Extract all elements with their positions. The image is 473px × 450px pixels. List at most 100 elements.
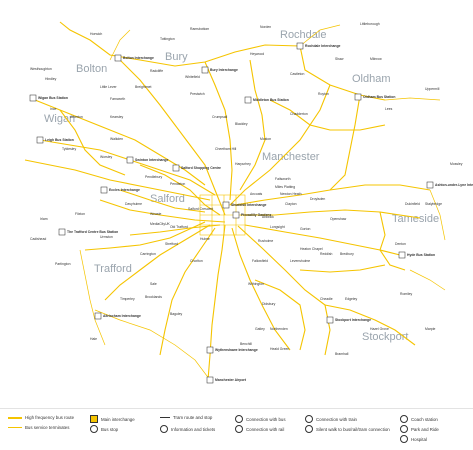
interchange-stockport-interchange: Stockport Interchange (326, 316, 371, 324)
interchange-icon (326, 316, 334, 324)
stop-label-chorlton: Chorlton (190, 259, 203, 263)
interchange-hyde-bus-station: Hyde Bus Station (398, 251, 435, 259)
region-label-oldham: Oldham (352, 73, 391, 85)
stop-label-kearsley: Kearsley (110, 115, 123, 119)
stop-label-davyhulme: Davyhulme (125, 202, 142, 206)
interchange-label: Leigh Bus Station (45, 138, 74, 142)
legend-item-terminates: Bus service terminates (8, 425, 69, 430)
interchange-wigan-bus-station: Wigan Bus Station (29, 94, 68, 102)
interchange-icon (126, 156, 134, 164)
interchange-icon (94, 312, 102, 320)
stop-label-fallowfield: Fallowfield (252, 259, 268, 263)
stop-label-heywood: Heywood (250, 52, 264, 56)
legend-label: Information and tickets (171, 426, 216, 432)
interchange-icon (232, 211, 240, 219)
legend-item-info: Information and tickets (160, 425, 215, 433)
legend-label: Hospital (411, 436, 427, 442)
interchange-label: Bury Interchange (210, 68, 238, 72)
legend-item-coach: Coach station (400, 415, 438, 423)
stop-label-urmston: Urmston (100, 235, 113, 239)
legend-label: Bus stop (101, 426, 119, 432)
stop-label-withington: Withington (248, 282, 264, 286)
stop-label-ince: Ince (50, 107, 57, 111)
stop-label-tottington: Tottington (160, 37, 175, 41)
stop-label-littleborough: Littleborough (360, 22, 380, 26)
stop-label-pendlebury: Pendlebury (145, 175, 162, 179)
interchange-icon (172, 164, 180, 172)
stop-label-moston: Moston (260, 137, 271, 141)
stop-label-pendleton: Pendleton (170, 182, 185, 186)
stop-label-radcliffe: Radcliffe (150, 69, 163, 73)
legend-label: Connection with train (316, 416, 358, 422)
interchange-icon (398, 251, 406, 259)
stop-label-openshaw: Openshaw (330, 217, 347, 221)
legend: High frequency bus route Bus service ter… (0, 408, 473, 450)
route-terminates-icon (8, 427, 22, 428)
stop-label-newton-heath: Newton Heath (280, 192, 302, 196)
region-label-trafford: Trafford (94, 263, 132, 275)
interchange-shudehill-interchange: Shudehill Interchange (222, 201, 267, 209)
region-label-bury: Bury (165, 51, 188, 63)
stop-label-reddish: Reddish (320, 252, 333, 256)
stop-label-crumpsall: Crumpsall (212, 115, 228, 119)
legend-item-tram: Tram route and stop (160, 415, 212, 420)
legend-item-main-interchange: Main interchange (90, 415, 135, 423)
stop-label-romiley: Romiley (400, 292, 413, 296)
stop-label-whitefield: Whitefield (185, 75, 200, 79)
interchange-icon (296, 42, 304, 50)
interchange-icon (114, 54, 122, 62)
stop-label-mossley: Mossley (450, 162, 463, 166)
stop-label-flixton: Flixton (75, 212, 85, 216)
interchange-icon (90, 415, 98, 423)
region-label-manchester: Manchester (262, 151, 320, 163)
interchange-manchester-airport: Manchester Airport (206, 376, 247, 384)
info-icon (160, 425, 168, 433)
interchange-oldham-bus-station: Oldham Bus Station (354, 93, 395, 101)
stop-label-bramhall: Bramhall (335, 352, 349, 356)
interchange-eccles-interchange: Eccles Interchange (100, 186, 140, 194)
park-ride-icon (400, 425, 408, 433)
stop-label-harpurhey: Harpurhey (235, 162, 251, 166)
rail-icon (235, 425, 243, 433)
interchange-leigh-bus-station: Leigh Bus Station (36, 136, 74, 144)
interchange-label: Stockport Interchange (335, 318, 371, 322)
stop-label-chadderton: Chadderton (290, 112, 308, 116)
interchange-label: Shudehill Interchange (231, 203, 267, 207)
legend-label: Connection with bus (246, 416, 286, 422)
interchange-icon (206, 376, 214, 384)
network-map: BoltonBuryRochdaleOldhamWiganSalfordManc… (24, 21, 473, 384)
legend-item-bus-stop: Bus stop (90, 425, 118, 433)
route-line-icon (8, 416, 22, 419)
interchange-label: Manchester Airport (215, 378, 247, 382)
interchange-icon (58, 228, 66, 236)
stop-label-westhoughton: Westhoughton (30, 67, 52, 71)
coach-icon (400, 415, 408, 423)
legend-label: Coach station (411, 416, 438, 422)
legend-item-walk: Silent walk to bus/rail/tram connection (305, 425, 390, 433)
city-centre-grid (199, 194, 246, 236)
stop-label-ancoats: Ancoats (250, 192, 263, 196)
interchange-icon (29, 94, 37, 102)
legend-item-hospital: Hospital (400, 435, 427, 443)
interchange-label: Hyde Bus Station (407, 253, 435, 257)
stop-label-media-city: MediaCityUK (150, 222, 171, 226)
interchange-icon (426, 181, 434, 189)
stop-label-dukinfield: Dukinfield (405, 202, 420, 206)
stop-label-hulme: Hulme (200, 237, 210, 241)
stop-label-cheadle: Cheadle (320, 297, 333, 301)
stop-label-heaton-chapel: Heaton Chapel (300, 247, 323, 251)
bus-stop-icon (90, 425, 98, 433)
interchange-label: Salford Shopping Centre (181, 166, 221, 170)
stop-label-heald-green: Heald Green (270, 347, 289, 351)
interchange-label: Wigan Bus Station (38, 96, 68, 100)
legend-label: Bus service terminates (25, 425, 70, 430)
stop-label-baguley: Baguley (170, 312, 183, 316)
stop-label-partington: Partington (55, 262, 71, 266)
interchange-label: Piccadilly Gardens (241, 213, 271, 217)
stop-label-didsbury: Didsbury (262, 302, 276, 306)
legend-item-conn-train: Connection with train (305, 415, 357, 423)
stop-label-old-trafford: Old Trafford (170, 225, 188, 229)
stop-label-rusholme: Rusholme (258, 239, 273, 243)
legend-item-conn-bus: Connection with bus (235, 415, 286, 423)
interchange-icon (206, 346, 214, 354)
